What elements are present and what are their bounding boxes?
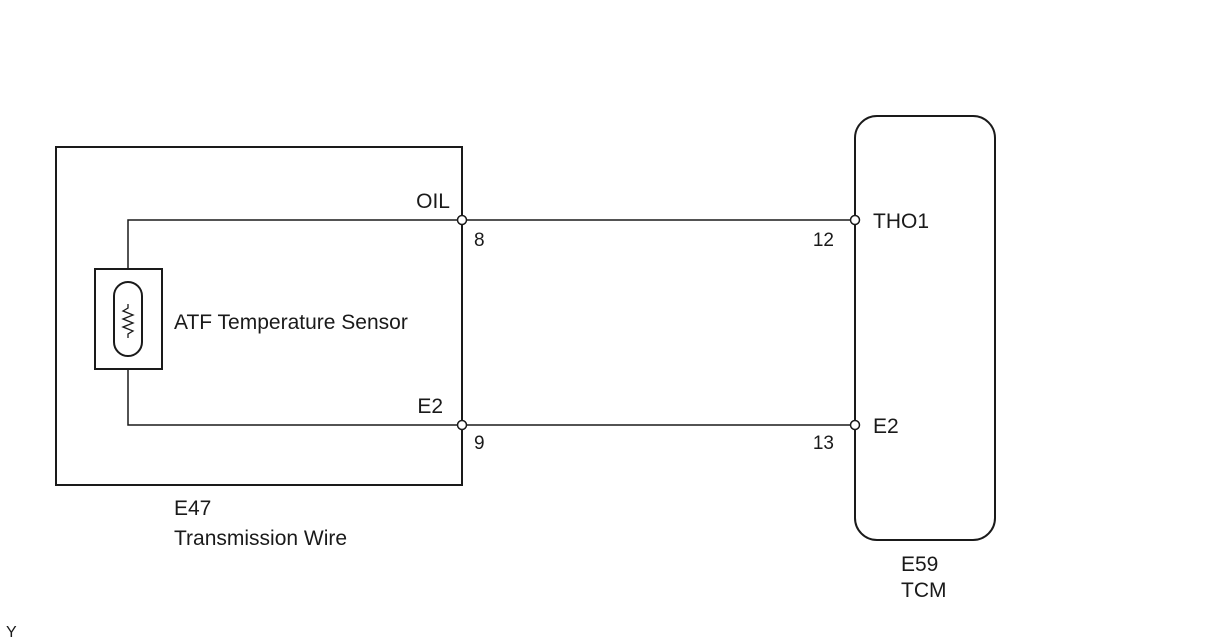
sensor-oil-wire — [127, 219, 462, 269]
tho1-signal-label: THO1 — [873, 210, 929, 233]
atf-temperature-sensor-symbol — [94, 268, 163, 370]
transmission-wire-box — [55, 146, 463, 486]
right-component-code: E59 — [901, 553, 938, 576]
pin-12-label: 12 — [813, 230, 834, 251]
thermistor-icon — [121, 304, 135, 338]
terminal-9 — [456, 419, 468, 431]
left-connector-name: Transmission Wire — [174, 527, 347, 550]
terminal-8 — [456, 214, 468, 226]
left-connector-code: E47 — [174, 497, 211, 520]
e2-right-signal-label: E2 — [873, 415, 899, 438]
terminal-12 — [849, 214, 861, 226]
tcm-box — [854, 115, 996, 541]
e2-left-signal-label: E2 — [417, 395, 443, 418]
corner-mark: Y — [6, 624, 17, 641]
pin-8-label: 8 — [474, 230, 485, 251]
sensor-label: ATF Temperature Sensor — [174, 311, 408, 334]
right-component-name: TCM — [901, 579, 947, 602]
sensor-e2-wire — [127, 369, 462, 426]
pin-9-label: 9 — [474, 433, 485, 454]
terminal-13 — [849, 419, 861, 431]
oil-signal-label: OIL — [416, 190, 450, 213]
pin-13-label: 13 — [813, 433, 834, 454]
